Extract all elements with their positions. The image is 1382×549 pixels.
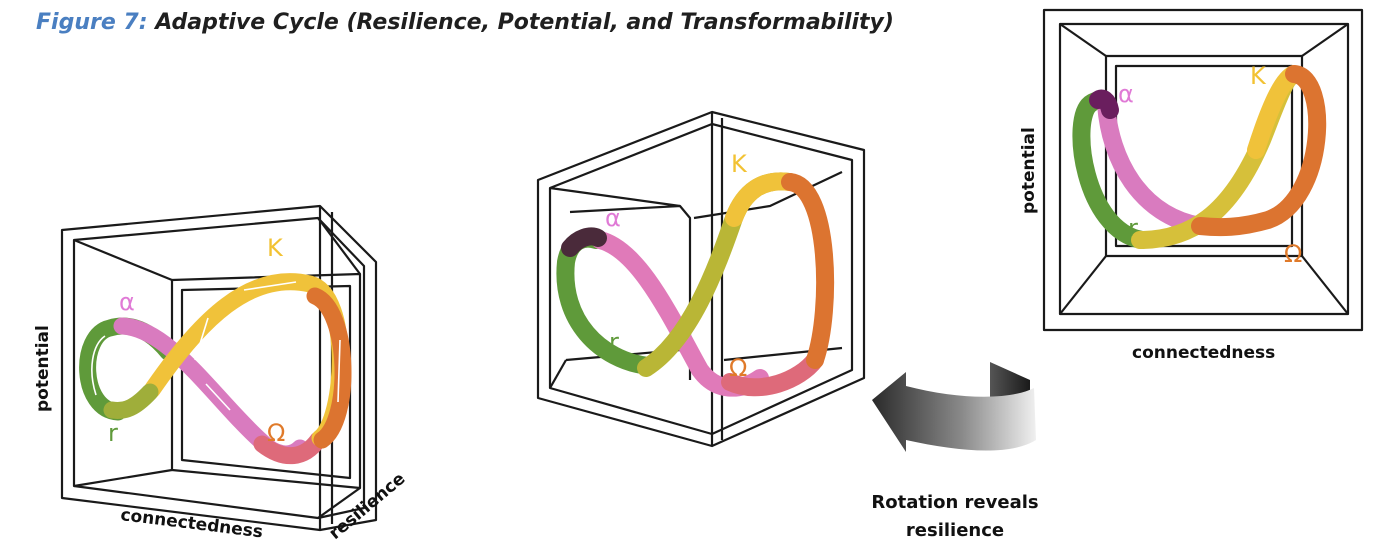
right-potential-axis-label: potential <box>1019 127 1039 214</box>
left-potential-axis-label: potential <box>33 325 53 412</box>
left-omega-label: Ω <box>267 419 285 447</box>
left-cycle-loop <box>79 273 352 465</box>
left-k-label: K <box>267 234 284 262</box>
left-resilience-axis-label: resilience <box>325 469 409 544</box>
right-omega-label: Ω <box>1284 240 1302 268</box>
rotation-note-line2: resilience <box>906 520 1004 541</box>
left-cube <box>60 204 378 532</box>
middle-cube <box>536 110 866 448</box>
left-alpha-label: α <box>119 288 135 316</box>
middle-r-label: r <box>609 328 619 356</box>
right-connectedness-axis-label: connectedness <box>1132 343 1275 363</box>
right-r-label: r <box>1128 214 1138 242</box>
middle-omega-label: Ω <box>729 354 747 382</box>
rotation-arrow-icon <box>872 362 1036 452</box>
rotation-note-line1: Rotation reveals <box>871 492 1038 513</box>
middle-cycle-loop <box>556 172 835 397</box>
right-alpha-label: α <box>1118 80 1134 108</box>
figure-label: Figure 7: <box>36 10 148 35</box>
middle-k-label: K <box>731 150 748 178</box>
left-r-label: r <box>108 419 118 447</box>
right-cycle-loop <box>1072 65 1327 249</box>
figure-title-text: Adaptive Cycle (Resilience, Potential, a… <box>155 10 894 35</box>
left-flow-arrows <box>91 281 341 411</box>
left-connectedness-axis-label: connectedness <box>119 505 264 542</box>
right-cube <box>1042 8 1364 332</box>
right-k-label: K <box>1250 62 1267 90</box>
figure-title: Figure 7: Adaptive Cycle (Resilience, Po… <box>36 10 894 35</box>
middle-alpha-label: α <box>605 204 621 232</box>
